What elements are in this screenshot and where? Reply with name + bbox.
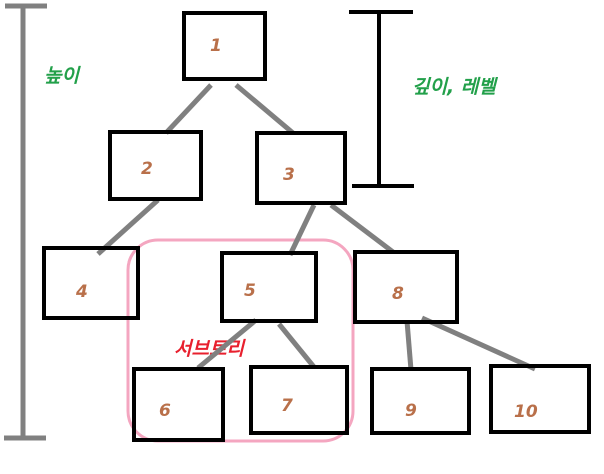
height-bar xyxy=(4,3,47,441)
edge-3-8 xyxy=(329,203,395,254)
node-5: 5 xyxy=(220,251,318,323)
node-label: 1 xyxy=(210,36,222,56)
height-label: 높이 xyxy=(44,65,81,87)
subtree-highlight xyxy=(126,238,355,443)
node-2: 2 xyxy=(108,130,203,201)
node-box xyxy=(370,367,471,435)
node-8: 8 xyxy=(353,250,459,324)
node-box xyxy=(255,131,347,205)
node-label: 8 xyxy=(392,284,404,304)
node-1: 1 xyxy=(182,11,267,81)
node-label: 3 xyxy=(283,165,295,185)
node-label: 6 xyxy=(159,401,171,421)
node-label: 10 xyxy=(514,402,538,422)
node-box xyxy=(249,365,349,435)
node-box xyxy=(220,251,318,323)
node-box xyxy=(182,11,267,81)
edge-5-6 xyxy=(196,318,258,370)
node-box xyxy=(132,367,225,442)
node-box xyxy=(489,364,591,434)
node-10: 10 xyxy=(489,364,591,434)
node-label: 9 xyxy=(405,401,417,421)
node-4: 4 xyxy=(42,246,140,320)
edge-1-3 xyxy=(234,83,295,135)
edges xyxy=(96,83,537,372)
node-label: 5 xyxy=(244,281,256,301)
edge-2-4 xyxy=(96,198,160,256)
node-label: 7 xyxy=(281,396,293,416)
edge-5-7 xyxy=(277,322,316,369)
depth-bar xyxy=(349,10,414,188)
node-7: 7 xyxy=(249,365,349,435)
node-9: 9 xyxy=(370,367,471,435)
edge-8-9 xyxy=(404,320,414,371)
edge-1-2 xyxy=(164,83,213,135)
edge-3-5 xyxy=(287,203,317,257)
edge-8-10 xyxy=(420,315,537,372)
node-label: 4 xyxy=(75,282,88,302)
nodes: 1 2 3 4 5 8 6 7 9 10 xyxy=(42,11,591,442)
node-box xyxy=(108,130,203,201)
node-box xyxy=(353,250,459,324)
node-box xyxy=(42,246,140,320)
node-label: 2 xyxy=(141,159,153,179)
node-6: 6 xyxy=(132,367,225,442)
depth-label: 깊이, 레벨 xyxy=(412,76,498,98)
node-3: 3 xyxy=(255,131,347,205)
